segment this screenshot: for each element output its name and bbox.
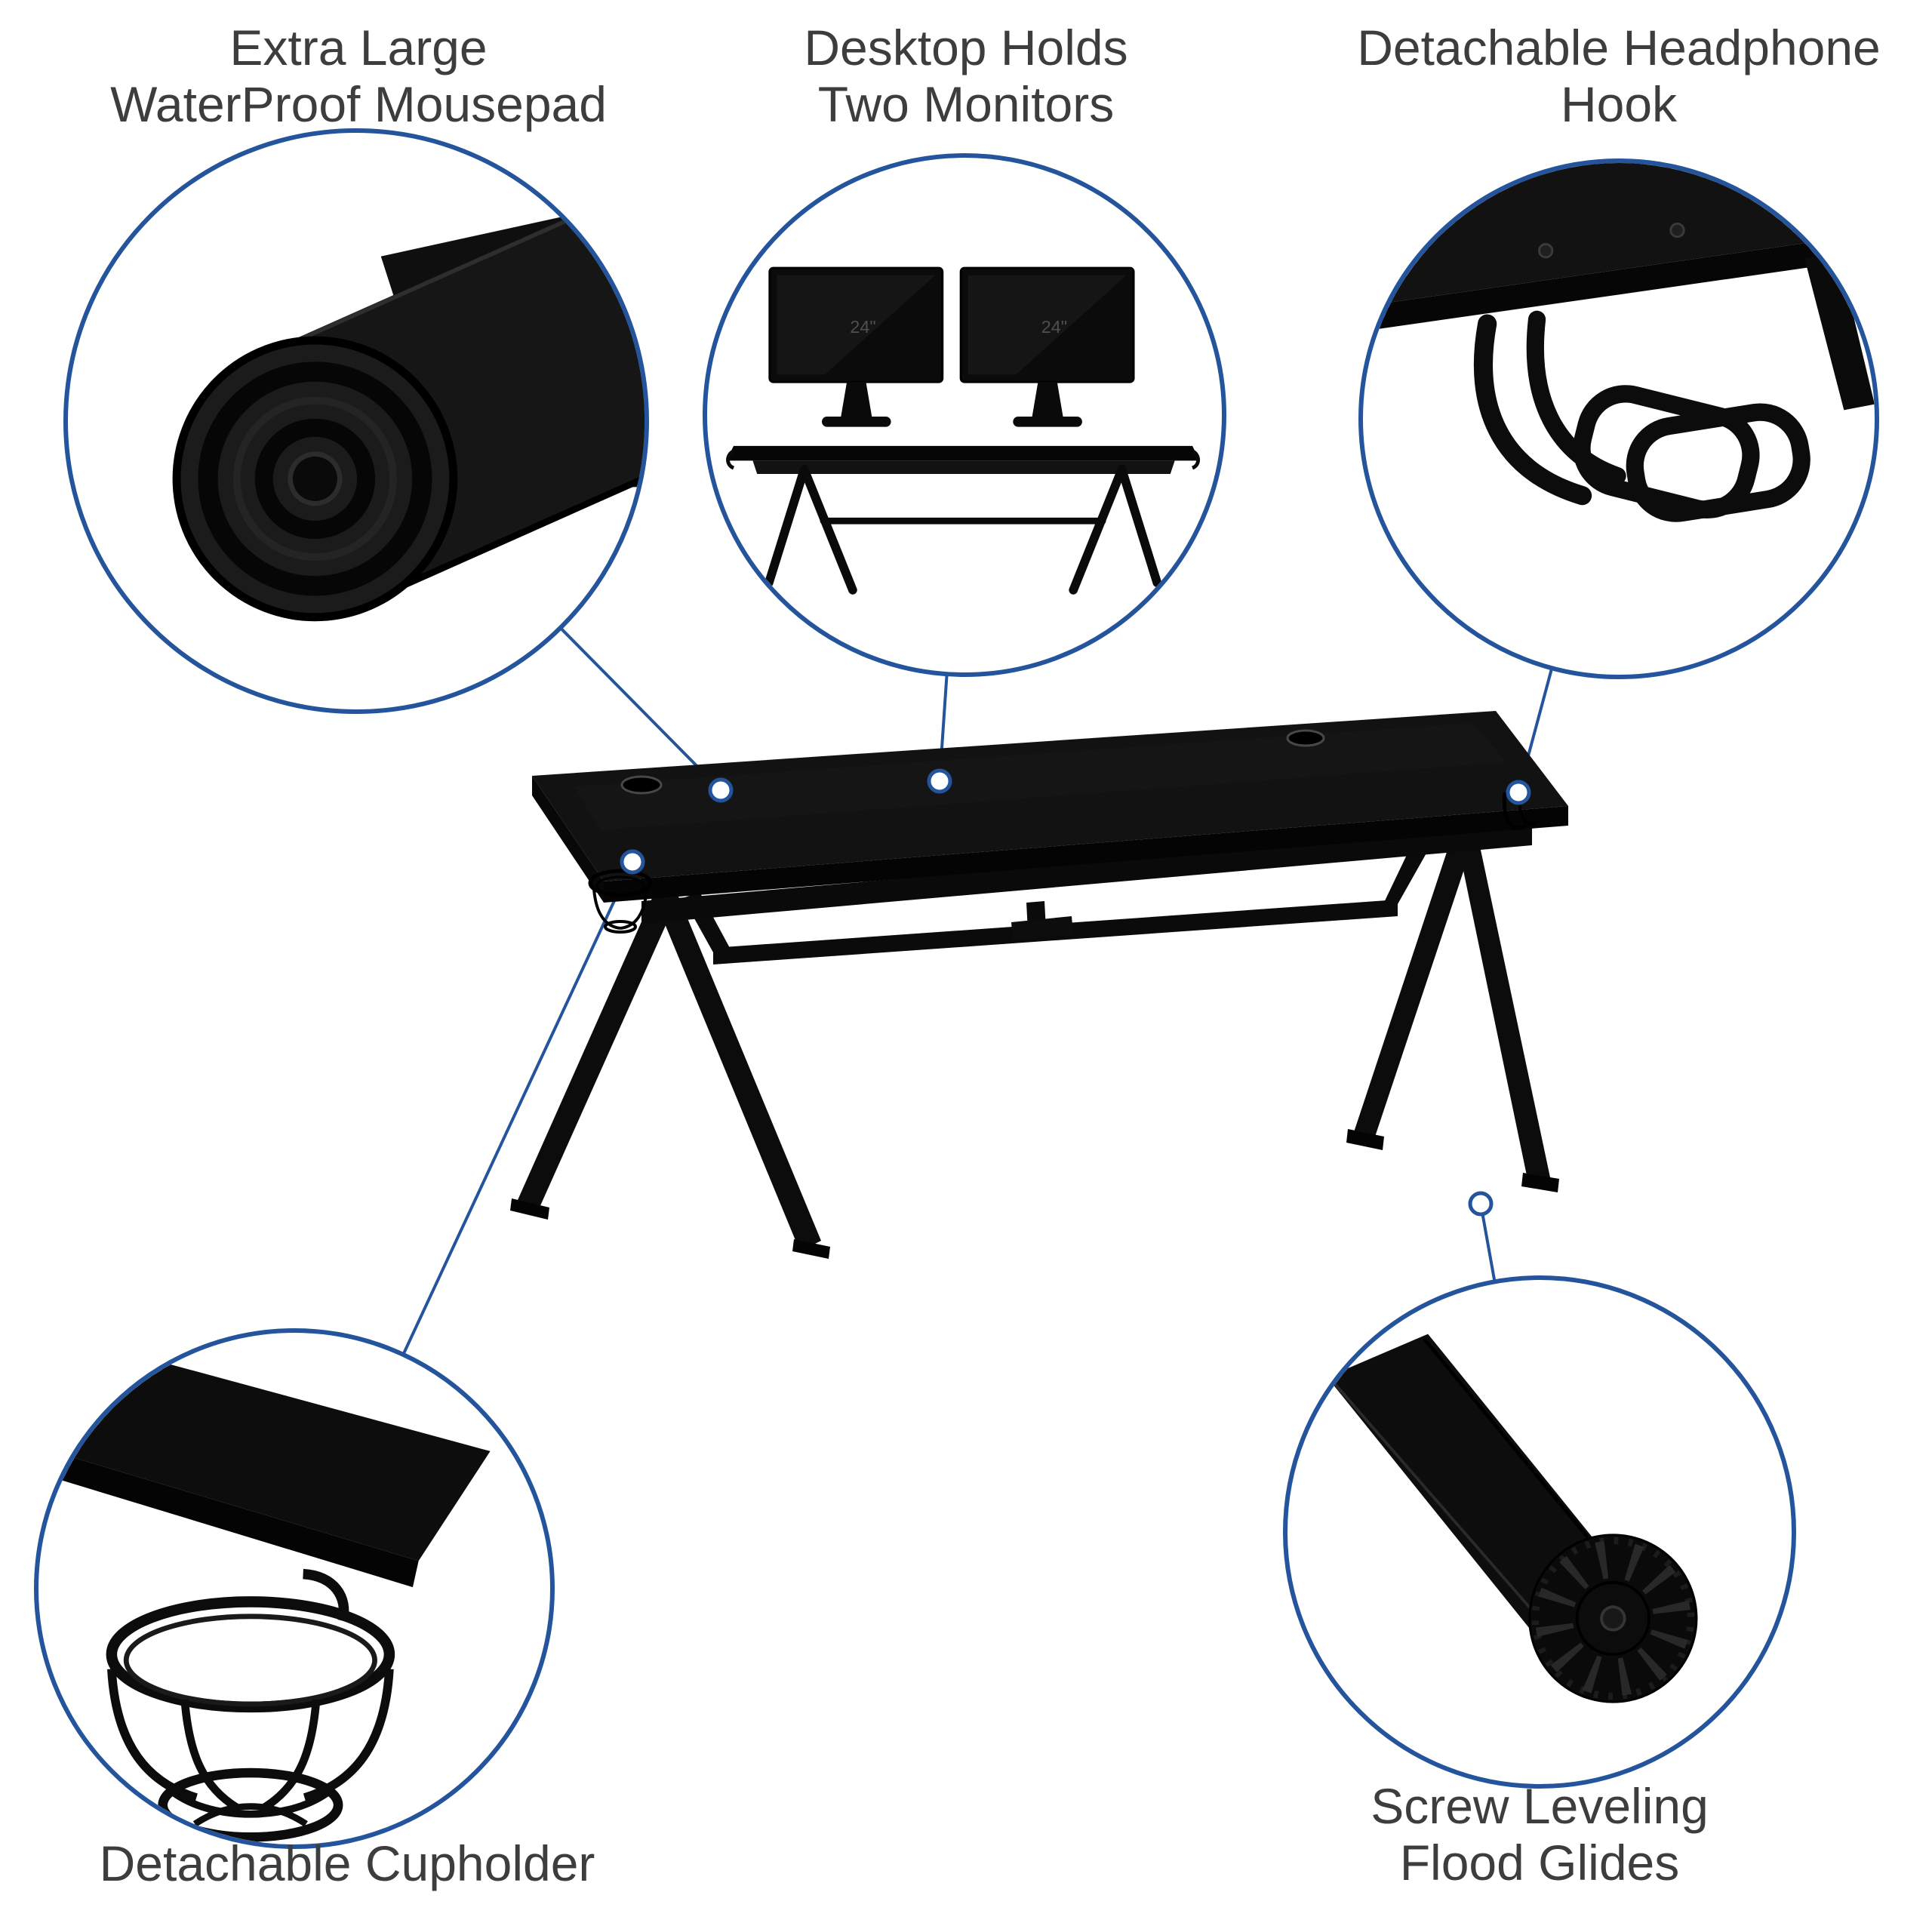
desk-top xyxy=(532,711,1568,924)
headphone-label-line2: Hook xyxy=(1560,76,1678,133)
marker-cupholder xyxy=(620,849,645,875)
headphone-label: Detachable Headphone Hook xyxy=(1309,20,1928,133)
monitor-size-left: 24" xyxy=(850,317,875,337)
marker-headphone xyxy=(1506,780,1531,805)
desk-legs xyxy=(510,827,1559,1259)
headphone-label-line1: Detachable Headphone xyxy=(1357,20,1881,75)
monitors-label-line2: Two Monitors xyxy=(817,76,1115,133)
desk-grommet-right xyxy=(1286,729,1325,747)
cupholder-label: Detachable Cupholder xyxy=(42,1835,653,1892)
desk-cupholder-small xyxy=(588,869,653,934)
desk-stretcher xyxy=(683,839,1431,964)
desk-grommet-left xyxy=(620,775,663,795)
wire-cupholder-basket-icon xyxy=(57,1358,491,1842)
cupholder-callout-circle xyxy=(34,1328,555,1849)
mousepad-label: Extra Large WaterProof Mousepad xyxy=(57,20,660,133)
monitors-label: Desktop Holds Two Monitors xyxy=(679,20,1253,133)
glides-label: Screw Leveling Flood Glides xyxy=(1245,1778,1834,1891)
glides-label-line1: Screw Leveling xyxy=(1371,1778,1709,1834)
marker-mousepad xyxy=(708,777,734,803)
marker-glides xyxy=(1468,1191,1494,1217)
leg-glide-icon xyxy=(1327,1334,1698,1703)
marker-monitors xyxy=(927,768,952,794)
monitor-size-right: 24" xyxy=(1041,317,1067,337)
monitors-callout-circle: 24" 24" xyxy=(703,153,1226,677)
callout-markers xyxy=(620,768,1531,1217)
mousepad-label-line2: WaterProof Mousepad xyxy=(110,76,607,133)
wire-headphone-hook-icon xyxy=(1363,163,1875,522)
monitors-label-line1: Desktop Holds xyxy=(804,20,1128,75)
rolled-mousepad-icon xyxy=(172,180,645,622)
glide-callout-circle xyxy=(1283,1275,1796,1789)
cupholder-label-line1: Detachable Cupholder xyxy=(99,1835,595,1891)
headphone-callout-circle xyxy=(1358,158,1879,679)
dual-monitor-desk-icon: 24" 24" xyxy=(726,266,1201,595)
gaming-desk-illustration xyxy=(510,711,1568,1259)
mousepad-label-line1: Extra Large xyxy=(229,20,488,75)
glides-label-line2: Flood Glides xyxy=(1399,1835,1680,1891)
mousepad-callout-circle xyxy=(63,128,649,714)
